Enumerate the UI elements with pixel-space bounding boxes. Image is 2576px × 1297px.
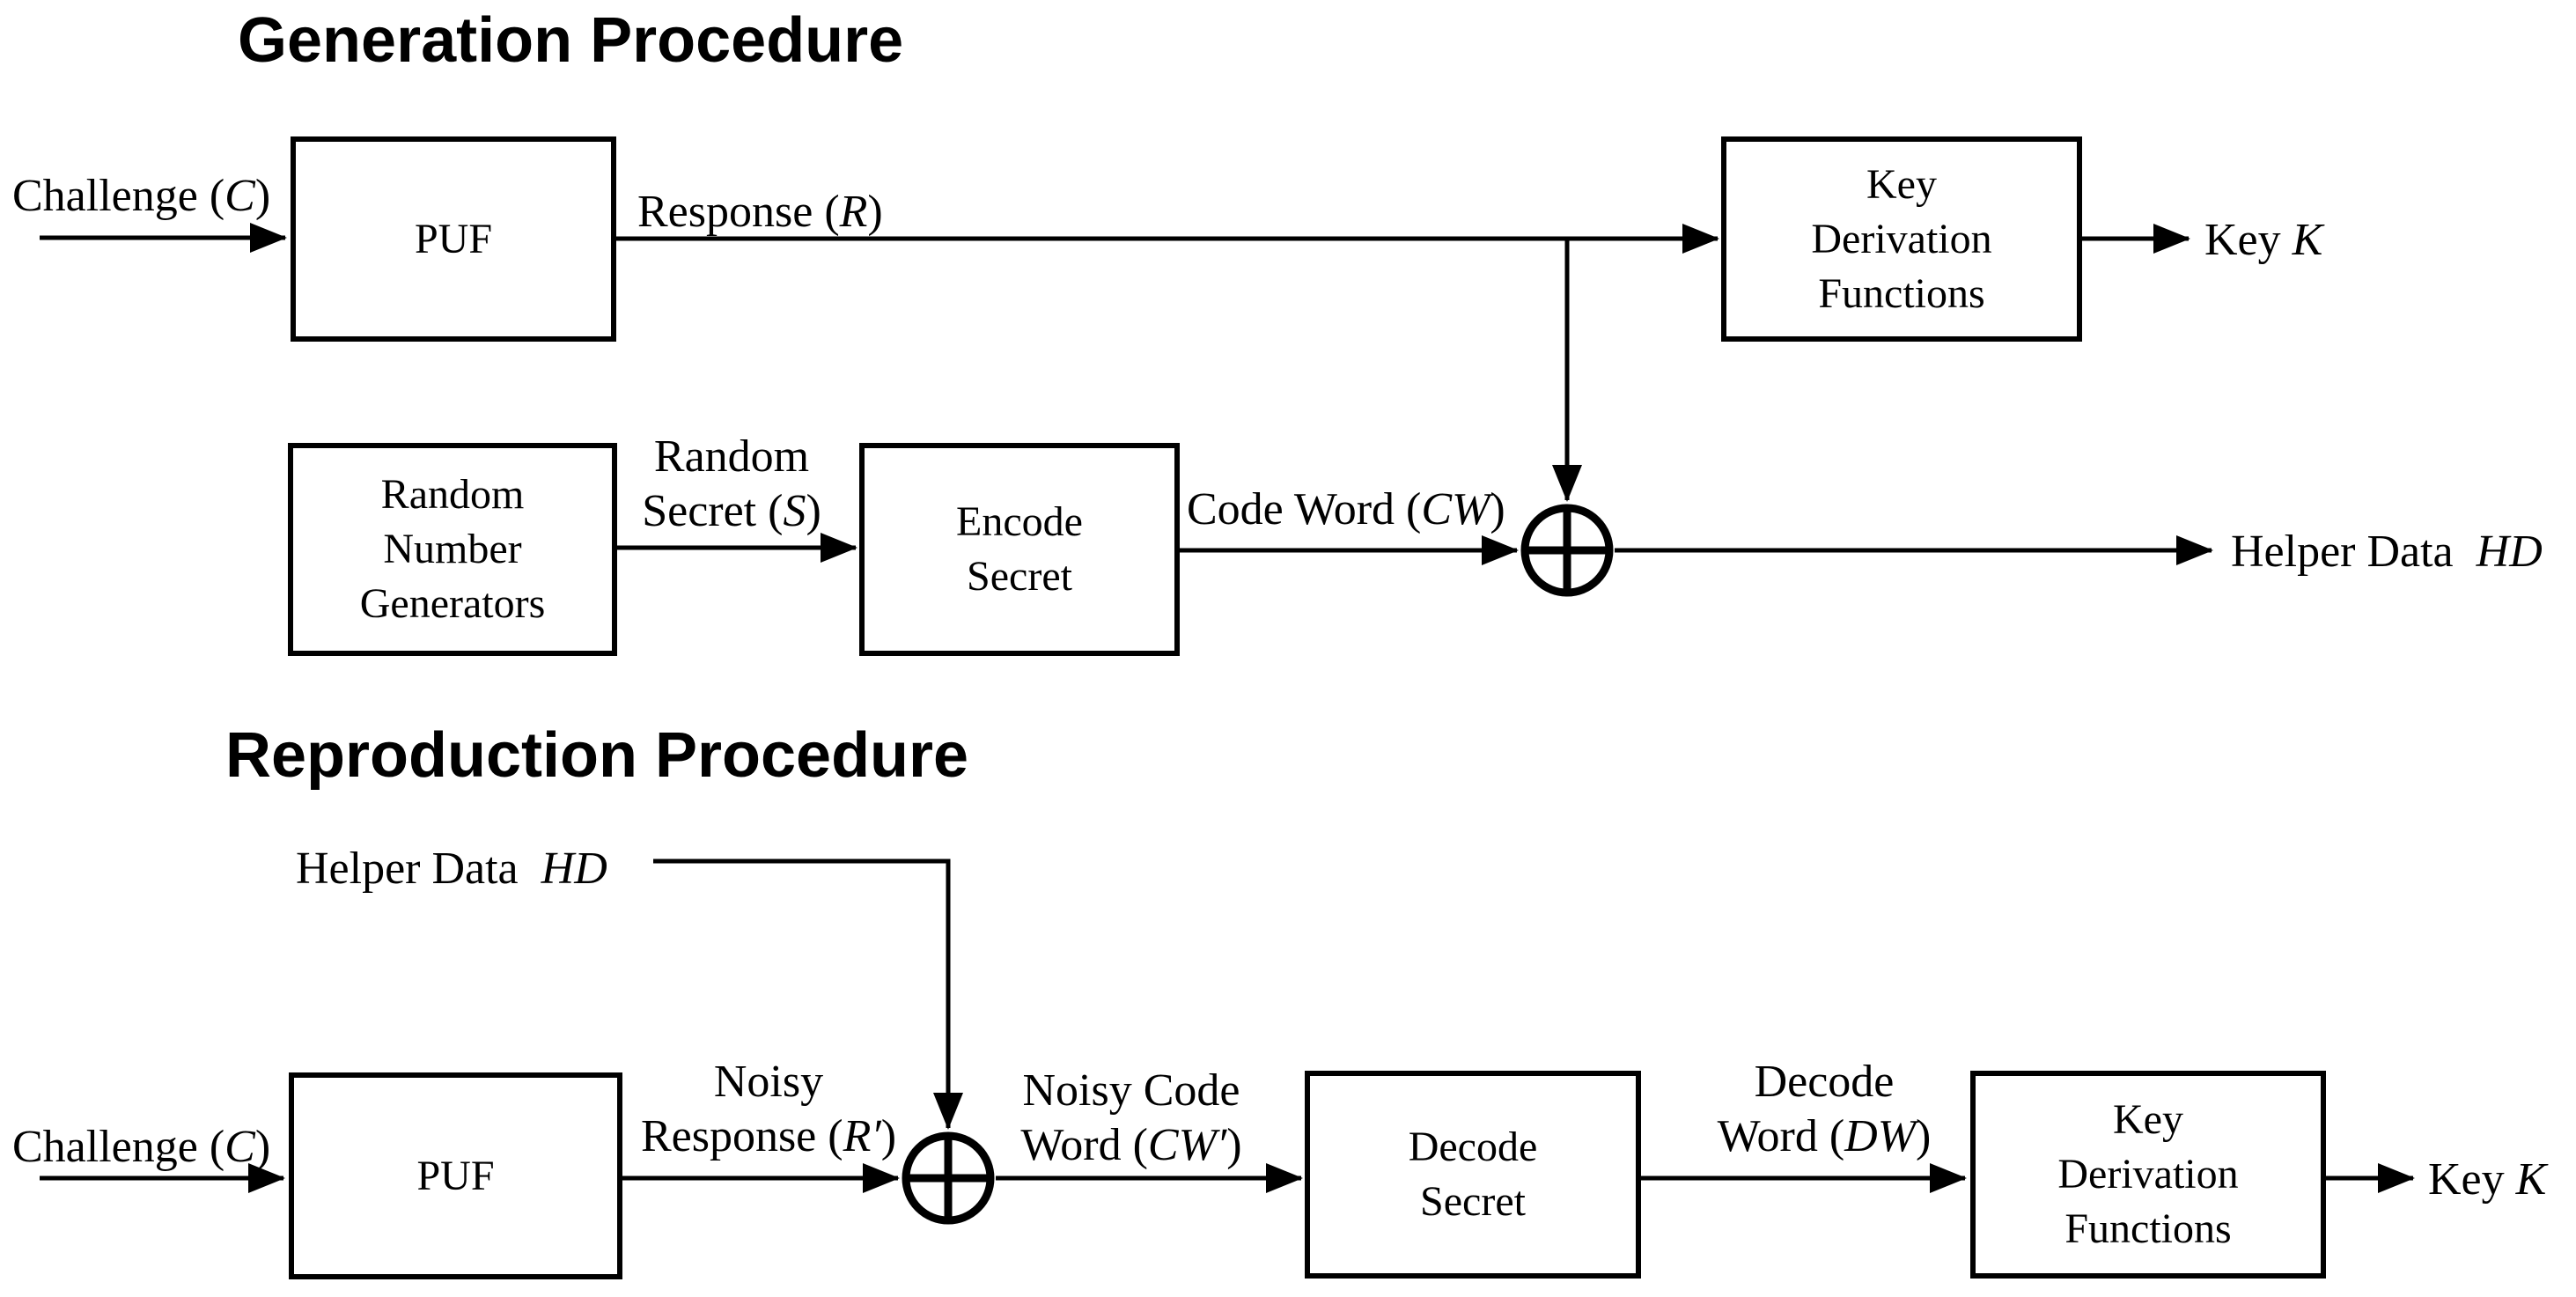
kdf-box-gen: Key Derivation Functions	[1721, 136, 2082, 342]
label-text: Challenge (	[12, 171, 225, 221]
label-random-secret: Random Secret (S)	[616, 430, 847, 539]
label-variable: C	[224, 1122, 255, 1172]
label-variable: C	[224, 171, 255, 221]
encode-secret-box: Encode Secret	[859, 443, 1180, 656]
label-key-rep: Key K	[2428, 1153, 2546, 1207]
generation-wires	[40, 223, 2213, 565]
label-line: Decode	[1754, 1057, 1895, 1107]
label-text: )	[254, 171, 271, 221]
box-label: PUF	[414, 215, 493, 262]
label-variable: R′	[843, 1111, 881, 1161]
label-variable: CW	[1421, 484, 1490, 534]
label-text: Secret (	[642, 486, 784, 536]
label-noisy-response: Noisy Response (R′)	[632, 1055, 905, 1164]
label-text: Key	[2204, 215, 2293, 265]
label-text: Word (	[1020, 1120, 1148, 1170]
box-label-line: Functions	[1818, 269, 1985, 317]
label-code-word: Code Word (CW)	[1187, 483, 1505, 537]
decode-secret-box: Decode Secret	[1305, 1071, 1641, 1279]
label-challenge-gen: Challenge (C)	[12, 169, 270, 224]
box-label-line: Derivation	[1811, 215, 1992, 262]
label-text: Challenge (	[12, 1122, 225, 1172]
label-variable: CW′	[1147, 1120, 1227, 1170]
label-text: Response (	[637, 187, 840, 237]
label-variable: HD	[2476, 527, 2543, 577]
label-helper-data-gen: Helper Data HD	[2231, 525, 2543, 579]
label-line: Random	[653, 431, 810, 482]
label-line: Noisy Code	[1022, 1065, 1240, 1116]
label-variable: S	[783, 486, 806, 536]
label-line: Word (CW′)	[997, 1118, 1266, 1173]
rng-box: Random Number Generators	[288, 443, 617, 656]
label-text: Helper Data	[2231, 527, 2465, 577]
generation-title: Generation Procedure	[238, 5, 904, 76]
box-label-line: Functions	[2064, 1205, 2232, 1252]
label-text: Helper Data	[296, 844, 530, 894]
puf-box-rep: PUF	[289, 1072, 622, 1279]
xor-rep-icon	[902, 1131, 995, 1225]
label-text: )	[867, 187, 883, 237]
box-label-line: Key	[1866, 160, 1937, 208]
box-label-line: Secret	[1420, 1178, 1526, 1225]
box-label-line: Random	[380, 471, 525, 518]
label-line: Secret (S)	[616, 484, 847, 539]
label-decode-word: Decode Word (DW)	[1692, 1055, 1956, 1164]
reproduction-wires	[40, 859, 2415, 1193]
label-line: Noisy	[713, 1057, 824, 1107]
label-variable: K	[2515, 1154, 2547, 1205]
label-text: Code Word (	[1187, 484, 1422, 534]
box-label-line: Generators	[359, 580, 546, 627]
box-label-line: Decode	[1408, 1124, 1538, 1170]
label-variable: DW	[1844, 1111, 1917, 1161]
box-label-line: Encode	[956, 498, 1083, 545]
box-label: PUF	[416, 1152, 495, 1199]
label-line: Word (DW)	[1692, 1109, 1956, 1164]
reproduction-title: Reproduction Procedure	[225, 720, 969, 791]
label-response: Response (R)	[637, 185, 883, 240]
box-label-line: Secret	[967, 553, 1072, 600]
box-label-line: Number	[383, 526, 522, 572]
puf-box-gen: PUF	[291, 136, 616, 342]
box-label-line: Key	[2113, 1096, 2183, 1143]
xor-gen-icon	[1520, 504, 1614, 597]
label-challenge-rep: Challenge (C)	[12, 1120, 270, 1175]
label-text: Word (	[1717, 1111, 1845, 1161]
label-text: )	[1490, 484, 1505, 534]
label-text: )	[1226, 1120, 1242, 1170]
label-line: Response (R′)	[632, 1109, 905, 1164]
label-variable: HD	[541, 844, 607, 894]
helper-data-line	[653, 859, 963, 1130]
label-text: Response (	[640, 1111, 843, 1161]
label-text: Key	[2428, 1154, 2516, 1205]
label-text: )	[254, 1122, 271, 1172]
kdf-box-rep: Key Derivation Functions	[1970, 1071, 2326, 1279]
label-text: )	[880, 1111, 897, 1161]
label-text: )	[1916, 1111, 1932, 1161]
box-label-line: Derivation	[2057, 1151, 2239, 1198]
label-noisy-code-word: Noisy Code Word (CW′)	[997, 1064, 1266, 1173]
label-text: )	[806, 486, 821, 536]
label-key-gen: Key K	[2204, 213, 2322, 268]
label-variable: K	[2292, 215, 2323, 265]
label-variable: R	[839, 187, 868, 237]
label-helper-data-rep: Helper Data HD	[296, 842, 607, 896]
